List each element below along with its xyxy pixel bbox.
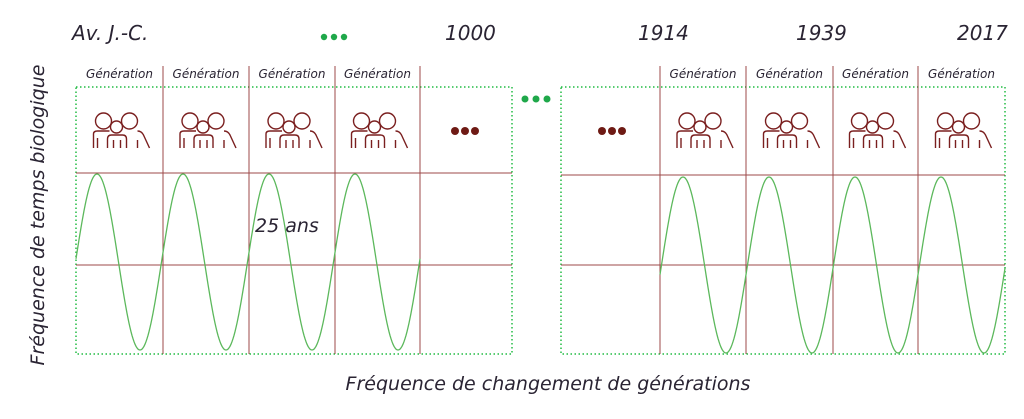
ellipsis-left-icon	[451, 127, 479, 135]
right-panel-box	[560, 86, 1006, 355]
generation-label: Génération	[344, 67, 411, 81]
left-sine-wave	[75, 173, 421, 351]
family-icon	[848, 112, 907, 149]
family-icon	[676, 112, 734, 149]
generation-label: Génération	[670, 67, 737, 81]
left-panel-box	[75, 86, 513, 355]
year-label-1939: 1939	[796, 21, 847, 45]
generation-label: Génération	[842, 67, 909, 81]
family-icon	[179, 112, 237, 149]
year-label-av-jc: Av. J.-C.	[70, 21, 148, 45]
y-axis-label: Fréquence de temps biologique	[27, 65, 49, 366]
ellipsis-right-icon	[598, 127, 626, 135]
family-icon	[92, 112, 151, 149]
period-label: 25 ans	[255, 215, 319, 237]
year-label-1914: 1914	[638, 21, 689, 45]
ellipsis-top-icon	[320, 33, 348, 41]
generation-label: Génération	[928, 67, 995, 81]
generation-label: Génération	[173, 67, 240, 81]
generation-label: Génération	[86, 67, 153, 81]
family-icon	[265, 112, 323, 149]
x-axis-label: Fréquence de changement de générations	[346, 373, 751, 395]
family-icon	[934, 112, 993, 149]
right-sine-wave	[659, 176, 1006, 354]
year-label-2017: 2017	[957, 21, 1008, 45]
family-icon	[350, 112, 409, 149]
ellipsis-between-panels-icon	[521, 95, 551, 103]
generation-label: Génération	[259, 67, 326, 81]
year-label-1000: 1000	[445, 21, 496, 45]
family-icon	[762, 112, 821, 149]
generation-label: Génération	[756, 67, 823, 81]
